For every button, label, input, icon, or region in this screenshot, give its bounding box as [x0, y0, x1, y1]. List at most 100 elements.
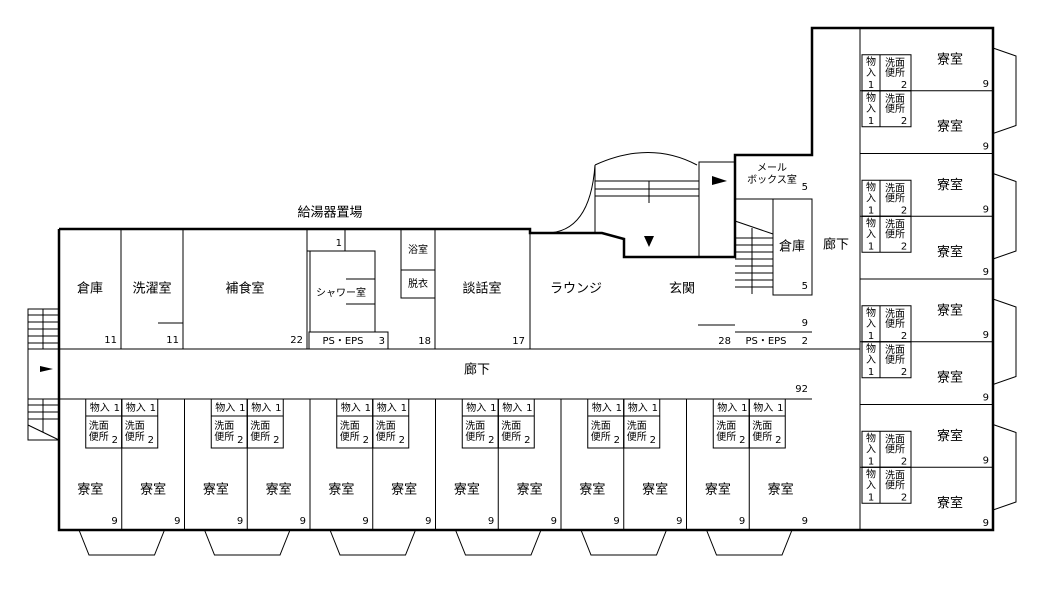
mailbox-label: ボックス室 [747, 173, 797, 186]
dorm-room-area: 9 [362, 516, 368, 527]
svg-text:洗面: 洗面 [627, 420, 647, 432]
bay-window [580, 529, 667, 556]
dorm-room-area: 9 [425, 516, 431, 527]
svg-text:2: 2 [901, 331, 907, 342]
svg-text:入: 入 [866, 193, 876, 204]
svg-text:入: 入 [866, 480, 876, 491]
svg-text:1: 1 [868, 492, 874, 503]
svg-text:2: 2 [112, 435, 118, 446]
svg-text:3: 3 [379, 336, 385, 347]
closet-toilet-box [372, 398, 410, 449]
storage-left-label: 倉庫 [77, 282, 103, 297]
svg-text:物: 物 [866, 55, 876, 68]
closet-toilet-box [861, 215, 912, 253]
svg-text:物入: 物入 [753, 401, 773, 414]
svg-text:洗面: 洗面 [885, 57, 905, 69]
dorm-room-label: 寮室 [937, 118, 963, 134]
bay-window [78, 529, 165, 556]
stair-door-arc [542, 152, 698, 234]
svg-text:1: 1 [868, 205, 874, 216]
svg-text:5: 5 [802, 281, 808, 292]
svg-text:1: 1 [526, 403, 532, 414]
svg-text:便所: 便所 [627, 430, 647, 443]
svg-text:洗面: 洗面 [885, 218, 905, 230]
closet-toilet-box [246, 398, 284, 449]
svg-text:便所: 便所 [885, 227, 905, 240]
dorm-room-label: 寮室 [937, 428, 963, 444]
svg-text:洗面: 洗面 [89, 420, 109, 432]
svg-text:便所: 便所 [214, 430, 234, 443]
dorm-room-label: 寮室 [705, 482, 731, 498]
svg-text:便所: 便所 [885, 317, 905, 330]
svg-text:洗面: 洗面 [376, 420, 396, 432]
talk-room-label: 談話室 [462, 281, 501, 297]
svg-text:1: 1 [336, 238, 342, 249]
dorm-room-area: 9 [676, 516, 682, 527]
closet-toilet-box [861, 341, 912, 379]
dorm-room-label: 寮室 [937, 495, 963, 511]
dorm-room-area: 9 [237, 516, 243, 527]
svg-text:2: 2 [237, 435, 243, 446]
svg-text:物入: 物入 [215, 401, 235, 414]
dorm-room-area: 9 [983, 455, 989, 466]
svg-text:2: 2 [901, 116, 907, 127]
svg-text:2: 2 [399, 435, 405, 446]
stairs-left [27, 308, 60, 441]
svg-text:1: 1 [741, 403, 747, 414]
svg-text:洗面: 洗面 [465, 420, 485, 432]
storage-right-label: 倉庫 [779, 240, 805, 255]
svg-text:1: 1 [401, 403, 407, 414]
dorm-room-area: 9 [739, 516, 745, 527]
svg-text:物入: 物入 [592, 401, 612, 414]
svg-text:17: 17 [512, 336, 525, 347]
kitchen-label: 補食室 [225, 281, 264, 297]
svg-text:2: 2 [650, 435, 656, 446]
svg-text:洗面: 洗面 [752, 420, 772, 432]
dorm-room-label: 寮室 [391, 482, 417, 498]
dressing-label: 脱衣 [408, 277, 428, 290]
svg-text:洗面: 洗面 [885, 469, 905, 481]
svg-text:2: 2 [739, 435, 745, 446]
svg-text:2: 2 [614, 435, 620, 446]
svg-text:便所: 便所 [591, 430, 611, 443]
svg-text:1: 1 [275, 403, 281, 414]
dorm-room-area: 9 [488, 516, 494, 527]
svg-text:物入: 物入 [251, 401, 271, 414]
dorm-room-label: 寮室 [937, 52, 963, 68]
svg-text:洗面: 洗面 [885, 93, 905, 105]
corridor-area: 92 [795, 384, 808, 395]
dorm-room-label: 寮室 [937, 244, 963, 260]
svg-text:1: 1 [868, 241, 874, 252]
bay-window [204, 529, 291, 556]
closet-toilet-box [497, 398, 535, 449]
outer-wall [57, 26, 995, 532]
dorm-room-label: 寮室 [140, 482, 166, 498]
corridor-label: 廊下 [464, 362, 490, 378]
svg-text:物: 物 [866, 91, 876, 104]
svg-text:便所: 便所 [89, 430, 109, 443]
svg-text:洗面: 洗面 [885, 182, 905, 194]
dorm-room-label: 寮室 [937, 369, 963, 385]
svg-text:便所: 便所 [752, 430, 772, 443]
svg-text:物入: 物入 [377, 401, 397, 414]
svg-text:便所: 便所 [376, 430, 396, 443]
svg-text:便所: 便所 [501, 430, 521, 443]
svg-text:1: 1 [868, 331, 874, 342]
svg-text:PS・EPS: PS・EPS [322, 336, 363, 347]
dorm-room-area: 9 [802, 516, 808, 527]
svg-text:2: 2 [524, 435, 530, 446]
